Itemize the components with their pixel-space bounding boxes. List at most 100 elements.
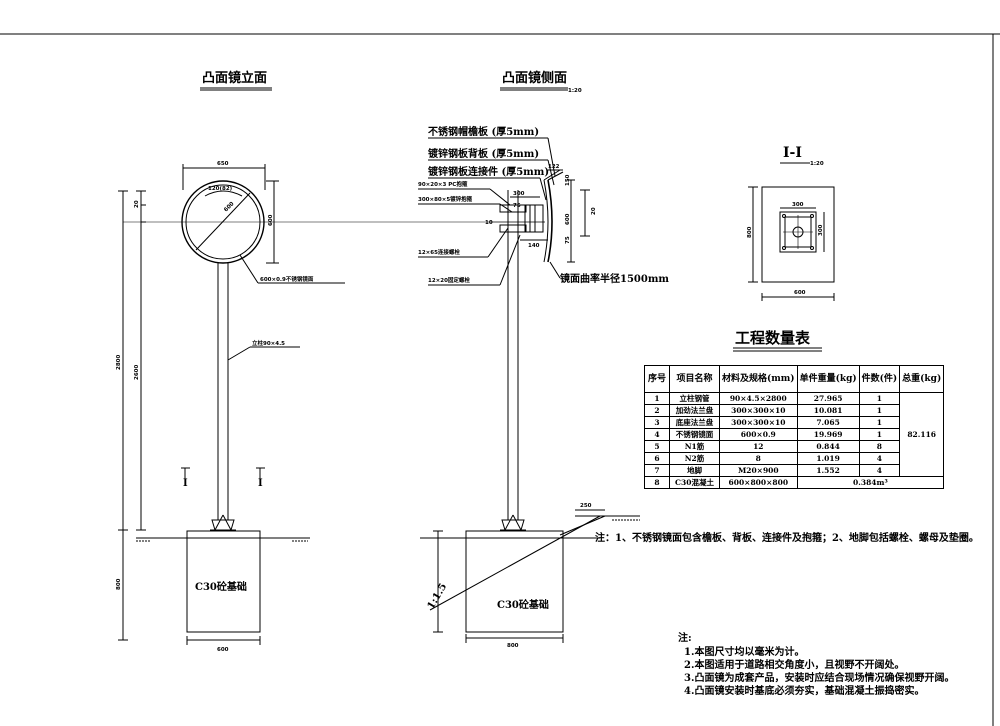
cell: 300×300×10 xyxy=(719,416,798,429)
table-row: 4 不锈钢镜面 600×0.9 19.969 1 xyxy=(644,428,944,441)
side-dim-75b: 75 xyxy=(565,236,571,244)
cell: 1 xyxy=(858,392,901,405)
elev-post-dim: 2600 xyxy=(134,365,140,380)
cell: 7 xyxy=(644,464,670,477)
side-dim-20: 20 xyxy=(591,207,597,215)
cell: N2筋 xyxy=(669,452,720,465)
cell: 4 xyxy=(644,428,670,441)
table-row: 1 立柱钢管 90×4.5×2800 27.965 1 82.116 xyxy=(644,392,945,477)
sheet-border xyxy=(0,33,1000,726)
header-name: 项目名称 xyxy=(669,365,720,393)
elevation-title: 凸面镜立面 xyxy=(202,70,267,86)
side-view: 凸面镜侧面 1:20 不锈钢帽檐板 (厚5mm) 镀锌钢板背板 (厚5mm) 镀… xyxy=(418,70,669,649)
section-title: I-I xyxy=(783,145,802,161)
cell: 0.384m³ xyxy=(796,476,945,489)
notes-block: 注: 1.本图尺寸均以毫米为计。 2.本图适用于道路相交角度小，且视野不开阔处。… xyxy=(678,631,954,697)
table-header-row: 序号 项目名称 材料及规格(mm) 单件重量(kg) 件数(件) 总重(kg) xyxy=(644,365,945,393)
header-count: 件数(件) xyxy=(858,365,901,393)
note-item-1: 1.本图尺寸均以毫米为计。 xyxy=(684,645,804,658)
cell: 7.065 xyxy=(796,416,860,429)
cell: 4 xyxy=(858,464,901,477)
table-row: 8 C30混凝土 600×800×800 0.384m³ xyxy=(644,476,945,489)
section-mark-right: I xyxy=(258,478,263,489)
section-dim-800: 800 xyxy=(747,226,753,238)
table-row: 6 N2筋 8 1.019 4 xyxy=(644,452,944,465)
side-title: 凸面镜侧面 xyxy=(502,70,567,86)
cell: 27.965 xyxy=(796,392,860,405)
side-dim-75: 75 xyxy=(513,203,521,209)
elev-found-dim: 800 xyxy=(116,578,122,590)
side-dim-122: 122 xyxy=(548,164,560,170)
cell: 10.081 xyxy=(796,404,860,417)
cell: 1 xyxy=(644,392,670,405)
label-bolt-20: 12×20固定螺栓 xyxy=(428,276,470,284)
notes-heading: 注: xyxy=(678,631,692,644)
cell: 600×0.9 xyxy=(719,428,798,441)
cell: N1筋 xyxy=(669,440,720,453)
elevation-view: 凸面镜立面 650 120(82) 600 600 20 2800 2600 xyxy=(116,70,490,653)
callout-eave: 不锈钢帽檐板 (厚5mm) xyxy=(428,125,539,138)
cell: 5 xyxy=(644,440,670,453)
elev-post-label: 立柱90×4.5 xyxy=(252,339,285,347)
cell: 19.969 xyxy=(796,428,860,441)
cell: 8 xyxy=(858,440,901,453)
header-spec: 材料及规格(mm) xyxy=(719,365,798,393)
elev-mirror-label: 600×0.9不锈钢镜面 xyxy=(260,275,314,283)
table-row: 7 地脚 M20×900 1.552 4 xyxy=(644,464,944,477)
table-title: 工程数量表 xyxy=(735,329,811,347)
cell: 0.844 xyxy=(796,440,860,453)
cell: 8 xyxy=(644,476,670,489)
cell: 底座法兰盘 xyxy=(669,416,720,429)
label-bolt-65: 12×65连接螺栓 xyxy=(418,248,460,256)
table-row: 5 N1筋 12 0.844 8 xyxy=(644,440,944,453)
cell: 地脚 xyxy=(669,464,720,477)
side-dim-140: 140 xyxy=(528,243,540,249)
side-dim-300: 300 xyxy=(513,191,525,197)
side-radius-label: 镜面曲率半径1500mm xyxy=(560,272,669,285)
elev-total-dim: 2800 xyxy=(116,355,122,370)
cell: 4 xyxy=(858,452,901,465)
side-dim-250: 250 xyxy=(580,503,592,509)
section-scale: 1:20 xyxy=(810,161,824,167)
cell: 300×300×10 xyxy=(719,404,798,417)
cell: 600×800×800 xyxy=(719,476,798,489)
table-title-group: 工程数量表 xyxy=(733,329,822,352)
section-dim-300b: 300 xyxy=(818,224,824,236)
cell: 6 xyxy=(644,452,670,465)
side-dim-150: 150 xyxy=(565,174,571,186)
elev-found-width: 600 xyxy=(217,647,229,653)
table-row: 2 加劲法兰盘 300×300×10 10.081 1 xyxy=(644,404,944,417)
cell: 1.552 xyxy=(796,464,860,477)
cell: C30混凝土 xyxy=(669,476,720,489)
cell: 3 xyxy=(644,416,670,429)
side-foundation-label: C30砼基础 xyxy=(497,598,549,611)
elev-radius-dim: 600 xyxy=(223,201,235,213)
cell: 不锈钢镜面 xyxy=(669,428,720,441)
section-dim-300a: 300 xyxy=(792,202,804,208)
header-no: 序号 xyxy=(644,365,670,393)
elev-arc-dim: 120(82) xyxy=(208,186,233,192)
note-line: 注：1、不锈钢镜面包含檐板、背板、连接件及抱箍；2、地脚包括螺栓、螺母及垫圈。 xyxy=(595,531,979,544)
elev-mirror-dim: 600 xyxy=(268,214,274,226)
elev-foundation-label: C30砼基础 xyxy=(195,580,247,593)
cell: 1 xyxy=(858,416,901,429)
cell: 8 xyxy=(719,452,798,465)
cell: 1 xyxy=(858,404,901,417)
label-pc-hoop: 90×20×3 PC抱箍 xyxy=(418,180,468,188)
section-mark-left: I xyxy=(183,478,188,489)
cell: 2 xyxy=(644,404,670,417)
cell: 12 xyxy=(719,440,798,453)
side-dim-10: 10 xyxy=(485,220,493,226)
note-item-2: 2.本图适用于道路相交角度小，且视野不开阔处。 xyxy=(684,658,904,671)
note-item-3: 3.凸面镜为成套产品，安装时应结合现场情况确保视野开阔。 xyxy=(684,671,954,684)
header-total: 总重(kg) xyxy=(899,365,945,393)
side-dim-600: 600 xyxy=(565,213,571,225)
quantity-table: 序号 项目名称 材料及规格(mm) 单件重量(kg) 件数(件) 总重(kg) … xyxy=(644,365,945,489)
cell: 立柱钢管 xyxy=(669,392,720,405)
total-weight: 82.116 xyxy=(899,392,945,477)
callout-backplate: 镀锌钢板背板 (厚5mm) xyxy=(428,147,539,160)
cell: 1 xyxy=(858,428,901,441)
elev-top-dim: 20 xyxy=(134,200,140,208)
cell: 1.019 xyxy=(796,452,860,465)
